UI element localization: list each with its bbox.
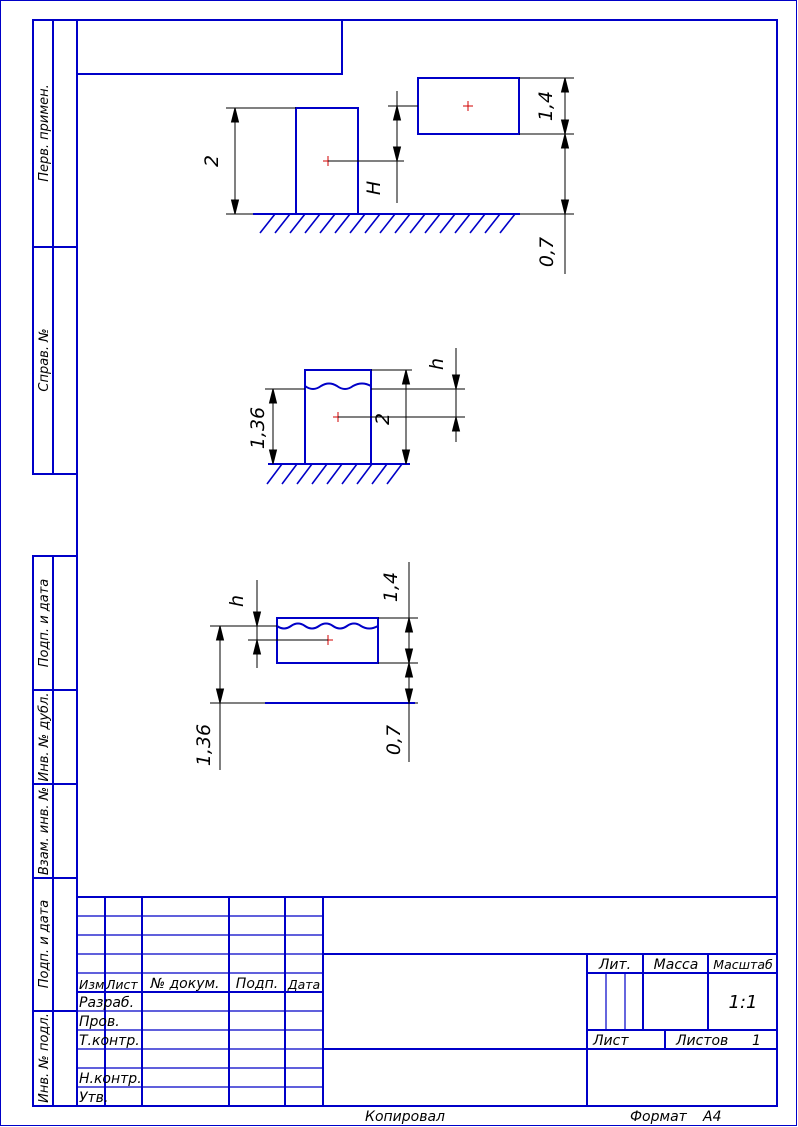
sidebar-podp-data-1: Подп. и дата [37,579,52,668]
d3-waterline [276,622,379,630]
d2-ground-hatch [266,463,403,485]
d1-dim-14-07 [519,77,574,274]
d1-label-H: H [363,181,385,195]
tb-t-kontr: Т.контр. [79,1033,140,1049]
sidebar-vzam-inv: Взам. инв. № [37,787,52,875]
sidebar-sprav-no: Справ. № [37,328,52,391]
sidebar-inv-dubl: Инв. № дубл. [37,693,52,782]
d1-label-14: 1,4 [535,91,557,121]
d1-ground-hatch [259,213,516,234]
tb-utv: Утв. [79,1090,108,1106]
tb-n-kontr: Н.контр. [79,1071,142,1087]
left-sidebar [32,19,78,1107]
tb-podp: Подп. [236,976,278,992]
d2-label-136: 1,36 [247,407,269,449]
footer: Копировал Формат A4 [365,1109,721,1125]
d3-dim-14-07 [378,562,418,762]
d3-label-14: 1,4 [380,572,402,602]
d3-label-h: h [226,595,248,607]
d2-dim-136 [265,388,305,465]
tb-list-label: Лист [592,1033,629,1049]
tb-scale-value: 1:1 [729,992,758,1013]
tb-razrab: Разраб. [79,995,134,1011]
sidebar-inv-podl: Инв. № подл. [37,1013,52,1103]
d2-label-h: h [426,358,448,370]
d1-label-2: 2 [201,155,223,167]
d3-label-136: 1,36 [193,724,215,766]
main-frame [76,19,778,1107]
sidebar-podp-data-2: Подп. и дата [37,900,52,989]
tb-listov-value: 1 [752,1033,761,1049]
title-block-text: Изм Лист № докум. Подп. Дата Разраб. Про… [79,957,773,1106]
tb-izm: Изм [79,977,104,992]
d2-liquid-surface [304,382,372,390]
drawing-3: h 1,36 1,4 0,7 [193,562,418,770]
drawing-1: 2 H 1,4 0,7 [201,77,574,274]
d2-dim-h [371,348,465,442]
tb-no-dokum: № докум. [149,976,219,992]
d3-label-07: 0,7 [383,725,405,755]
tb-masshtab: Масштаб [713,957,773,972]
tb-listov-label: Листов [675,1033,728,1049]
title-block [77,896,777,1106]
d3-dim-h [210,580,328,668]
footer-kopiroval: Копировал [365,1109,445,1125]
drawing-2: 1,36 2 h [247,348,465,485]
d1-label-07: 0,7 [536,237,558,267]
sidebar-perv-primen: Перв. примен. [37,84,52,182]
d3-dim-136 [210,625,265,770]
top-left-stamp [76,19,343,75]
tb-massa: Масса [654,957,699,973]
d1-dim-2 [226,107,296,215]
tb-lit: Лит. [598,957,631,973]
d1-dim-H [328,91,418,203]
tb-prov: Пров. [79,1014,120,1030]
footer-format-value: A4 [702,1109,721,1125]
sidebar-labels: Перв. примен. Справ. № Подп. и дата Инв.… [37,84,52,1103]
tb-data: Дата [287,977,320,992]
tb-list-col: Лист [105,977,138,992]
d2-label-2: 2 [372,413,394,425]
footer-format-label: Формат [630,1109,688,1125]
